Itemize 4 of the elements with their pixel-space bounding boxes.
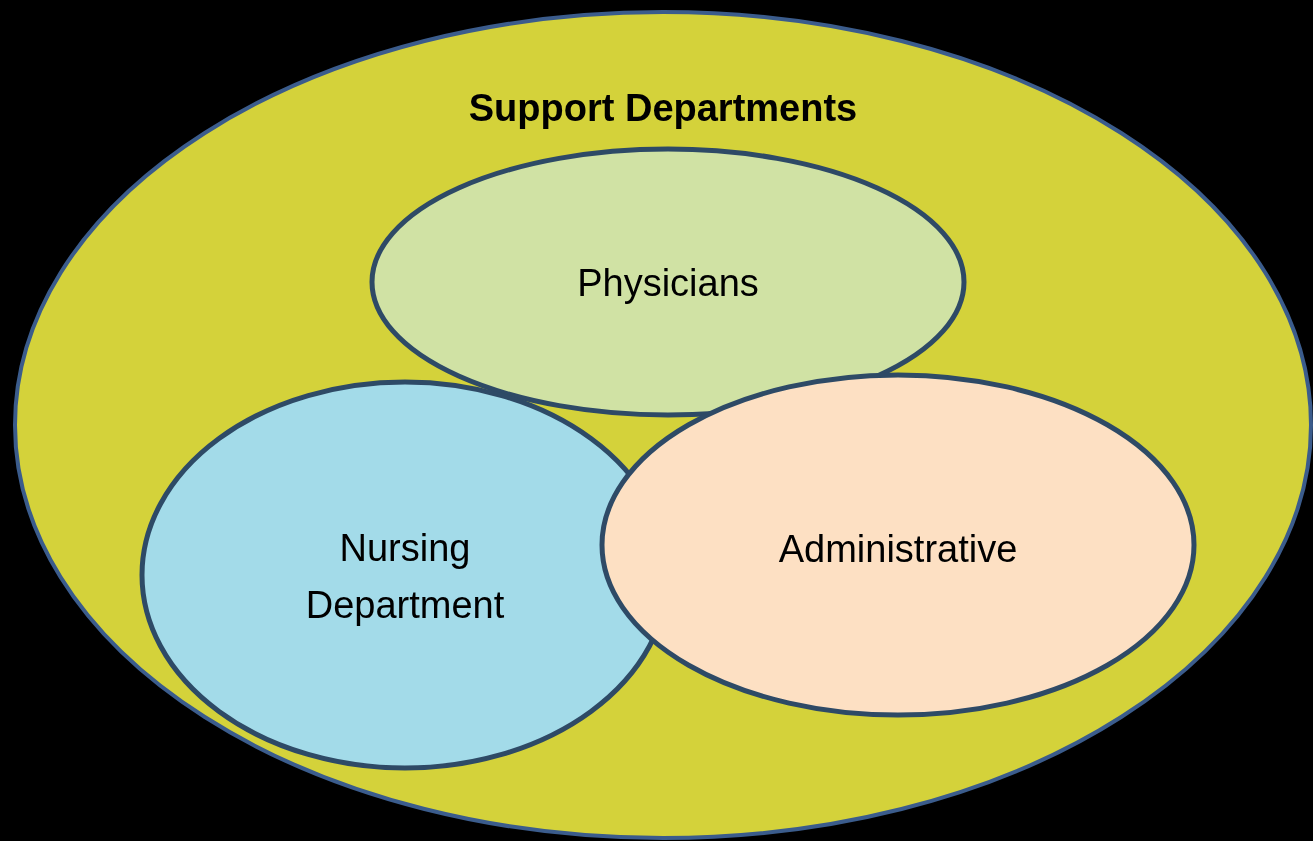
- set-label: Administrative: [777, 527, 1019, 572]
- group-title: Support Departments: [467, 86, 859, 131]
- set-label: Physicians: [576, 261, 760, 306]
- set-label: Nursing Department: [304, 526, 506, 628]
